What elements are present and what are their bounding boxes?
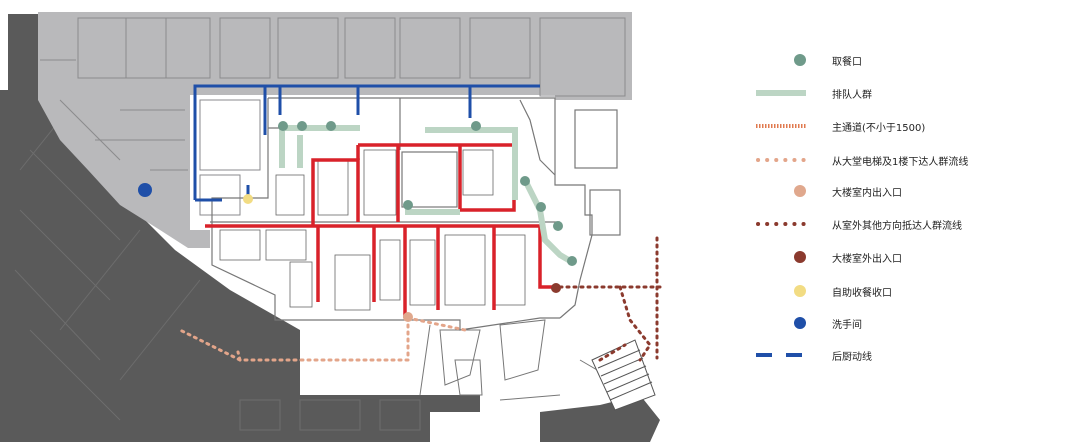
canteen-walls [210, 97, 621, 331]
kitchen-route-dashed-icon [756, 353, 806, 357]
legend-item-inner-flow: 从大堂电梯及1楼下达人群流线 [740, 150, 1060, 170]
legend-label: 排队人群 [832, 90, 872, 101]
legend-label: 洗手间 [832, 320, 862, 331]
legend-item-main-aisle: 主通道(不小于1500) [740, 116, 1060, 136]
legend-item-outer-entrance: 大楼室外出入口 [740, 247, 1060, 267]
pickup-dot-icon [794, 54, 806, 66]
legend-item-queue: 排队人群 [740, 83, 1060, 103]
pickup-dot [536, 202, 546, 212]
tray-return-marker [243, 194, 253, 204]
legend-label: 从大堂电梯及1楼下达人群流线 [832, 157, 969, 168]
kitchen-routes [193, 84, 540, 202]
outer-entrance-dot-icon [794, 251, 806, 263]
adjacent-building [38, 12, 632, 248]
legend-label: 大楼室内出入口 [832, 188, 902, 199]
pickup-dot [520, 176, 530, 186]
pickup-dot [297, 121, 307, 131]
legend-label: 从室外其他方向抵达人群流线 [832, 221, 962, 232]
legend-label: 自助收餐收口 [832, 288, 892, 299]
washroom-marker [138, 183, 152, 197]
legend-item-kitchen-route: 后厨动线 [740, 345, 1060, 365]
main-aisle-line-icon [756, 124, 806, 128]
legend-label: 主通道(不小于1500) [832, 123, 926, 134]
tray-return-dot-icon [794, 285, 806, 297]
legend-label: 大楼室外出入口 [832, 254, 902, 265]
legend-item-pickup: 取餐口 [740, 50, 1060, 70]
pickup-dot [567, 256, 577, 266]
outer-flow-dotted-icon [756, 222, 810, 226]
outer-flow-lines [558, 236, 662, 362]
legend-item-tray-return: 自助收餐收口 [740, 281, 1060, 301]
pickup-points [278, 121, 577, 266]
inner-entrance-marker [403, 312, 413, 322]
queue-bar-icon [756, 90, 806, 96]
staircase [591, 339, 656, 411]
dining-tables [219, 149, 526, 311]
outer-entrance-marker [551, 283, 561, 293]
legend-label: 取餐口 [832, 57, 862, 68]
washroom-dot-icon [794, 317, 806, 329]
legend: 取餐口 排队人群 主通道(不小于1500) 从大堂电梯及1楼下达人群流线 大楼室… [740, 0, 1060, 442]
inner-flow-dotted-icon [756, 158, 810, 162]
inner-flow-lines [178, 316, 467, 362]
pickup-dot [326, 121, 336, 131]
pickup-dot [553, 221, 563, 231]
legend-item-washroom: 洗手间 [740, 313, 1060, 333]
legend-item-outer-flow: 从室外其他方向抵达人群流线 [740, 214, 1060, 234]
pickup-dot [403, 200, 413, 210]
legend-item-inner-entrance: 大楼室内出入口 [740, 181, 1060, 201]
surrounding-buildings [0, 14, 660, 442]
pickup-dot [471, 121, 481, 131]
pickup-dot [278, 121, 288, 131]
inner-entrance-dot-icon [794, 185, 806, 197]
legend-label: 后厨动线 [832, 352, 872, 363]
